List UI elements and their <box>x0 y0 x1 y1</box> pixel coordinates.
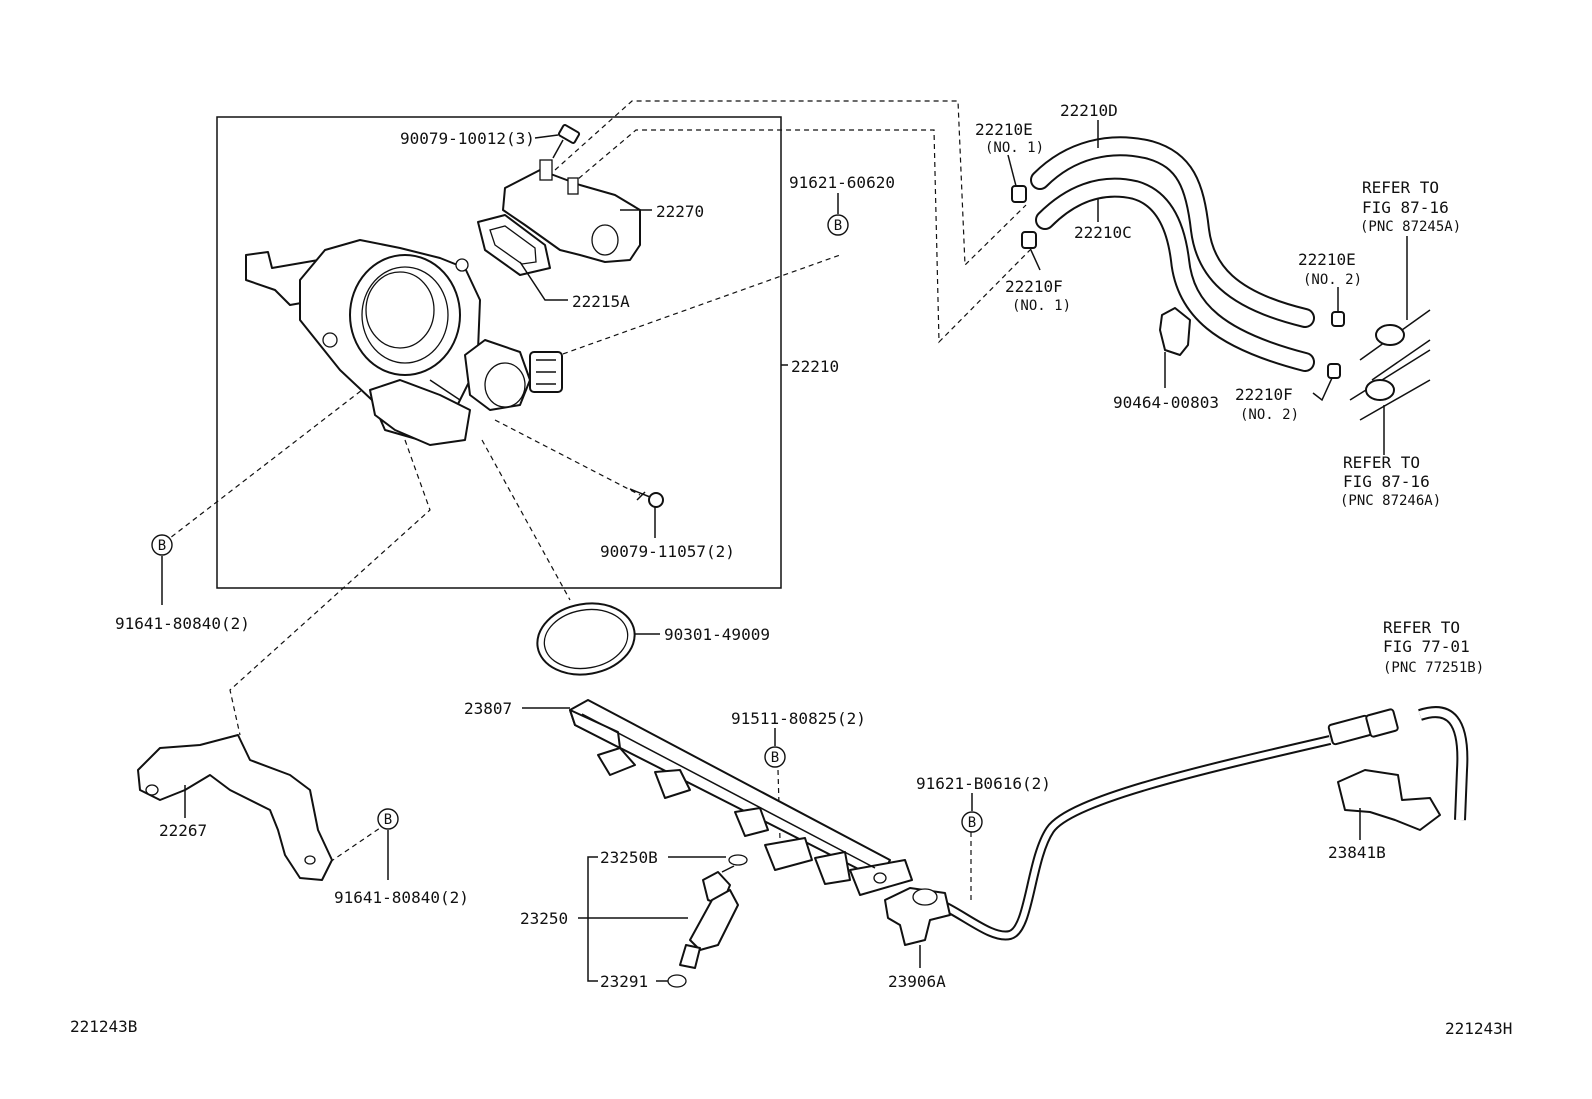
fuel-delivery-rail <box>569 699 913 896</box>
marker-b-bracket: B <box>377 808 399 830</box>
leader-23250-bracket <box>587 856 598 982</box>
label-23807: 23807 <box>464 699 512 718</box>
label-22215a: 22215A <box>572 292 630 311</box>
dashed-sensor-to-bolt <box>545 254 841 361</box>
label-23250b: 23250B <box>600 848 658 867</box>
label-23906a: 23906A <box>888 972 946 991</box>
label-90301-49009: 90301-49009 <box>664 625 770 644</box>
svg-text:B: B <box>384 812 392 828</box>
svg-text:B: B <box>771 750 779 766</box>
ref-87246a-line3: (PNC 87246A) <box>1340 493 1441 509</box>
label-91511-80825: 91511-80825(2) <box>731 709 866 728</box>
label-91621-b0616: 91621-B0616(2) <box>916 774 1051 793</box>
dashed-route-lower <box>564 129 1031 344</box>
throttle-bracket <box>137 734 333 881</box>
ref-87246a-line2: FIG 87-16 <box>1343 472 1430 491</box>
label-90464-00803: 90464-00803 <box>1113 393 1219 412</box>
pipe-stubs-right <box>1349 236 1431 455</box>
label-90079-11057: 90079-11057(2) <box>600 542 735 561</box>
marker-b-upper: B <box>827 214 849 236</box>
label-22210f-no1: 22210F <box>1005 277 1063 296</box>
label-91641-80840-a: 91641-80840(2) <box>115 614 250 633</box>
leader-90079-10012 <box>534 134 559 139</box>
label-22210d: 22210D <box>1060 101 1118 120</box>
label-22210e-no1: 22210E <box>975 120 1033 139</box>
svg-text:B: B <box>158 538 166 554</box>
bolt-icon <box>552 124 581 159</box>
marker-b-pipe: B <box>961 811 983 833</box>
ref-87245a-line3: (PNC 87245A) <box>1360 219 1461 235</box>
label-23841b: 23841B <box>1328 843 1386 862</box>
svg-text:B: B <box>968 815 976 831</box>
ref-87245a-line1: REFER TO <box>1362 178 1439 197</box>
idle-air-control-valve <box>502 159 641 263</box>
dashed-bracket-to-b <box>329 827 381 863</box>
ref-77251b-line3: (PNC 77251B) <box>1383 660 1484 676</box>
label-22210: 22210 <box>791 357 839 376</box>
footer-right-code: 221243H <box>1445 1019 1512 1038</box>
ref-77251b-line1: REFER TO <box>1383 618 1460 637</box>
marker-b-left: B <box>151 534 173 556</box>
screw-icon <box>629 488 664 508</box>
footer-left-code: 221243B <box>70 1017 137 1036</box>
dashed-route-upper <box>554 100 1027 267</box>
water-hoses <box>1030 136 1315 372</box>
hose-clamp-icon <box>1011 185 1345 379</box>
label-22210e-no2-sub: (NO. 2) <box>1303 272 1362 288</box>
label-22210e-no2: 22210E <box>1298 250 1356 269</box>
fuel-injector <box>667 854 748 988</box>
label-91641-80840-b: 91641-80840(2) <box>334 888 469 907</box>
dashed-body-to-gasket <box>481 439 571 601</box>
dashed-body-to-screw <box>494 419 641 496</box>
leader-22210e1 <box>1007 154 1017 187</box>
hose-clip <box>1159 307 1191 356</box>
fuel-pipe <box>928 706 1469 941</box>
label-22210f-no1-sub: (NO. 1) <box>1012 298 1071 314</box>
label-22210c: 22210C <box>1074 223 1132 242</box>
dashed-body-to-b-left <box>169 379 376 539</box>
label-22267: 22267 <box>159 821 207 840</box>
label-90079-10012: 90079-10012(3) <box>400 129 535 148</box>
label-22210e-no1-sub: (NO. 1) <box>985 140 1044 156</box>
label-91621-60620: 91621-60620 <box>789 173 895 192</box>
fuel-pipe-clamp <box>1337 769 1441 831</box>
dashed-body-to-bracket <box>229 439 431 736</box>
ref-87245a-line2: FIG 87-16 <box>1362 198 1449 217</box>
ref-77251b-line2: FIG 77-01 <box>1383 637 1470 656</box>
label-22270: 22270 <box>656 202 704 221</box>
throttle-body-illustration <box>245 239 563 446</box>
marker-b-rail: B <box>764 746 786 768</box>
throttle-body-assembly-frame <box>216 116 782 589</box>
svg-text:B: B <box>834 218 842 234</box>
ref-87246a-line1: REFER TO <box>1343 453 1420 472</box>
leader-22210f1 <box>1029 247 1041 271</box>
label-23291: 23291 <box>600 972 648 991</box>
label-22210f-no2-sub: (NO. 2) <box>1240 407 1299 423</box>
leader-22215a <box>519 261 568 301</box>
leader-22210f2 <box>1312 377 1333 402</box>
label-23250: 23250 <box>520 909 568 928</box>
pulsation-damper <box>884 887 951 946</box>
label-22210f-no2: 22210F <box>1235 385 1293 404</box>
